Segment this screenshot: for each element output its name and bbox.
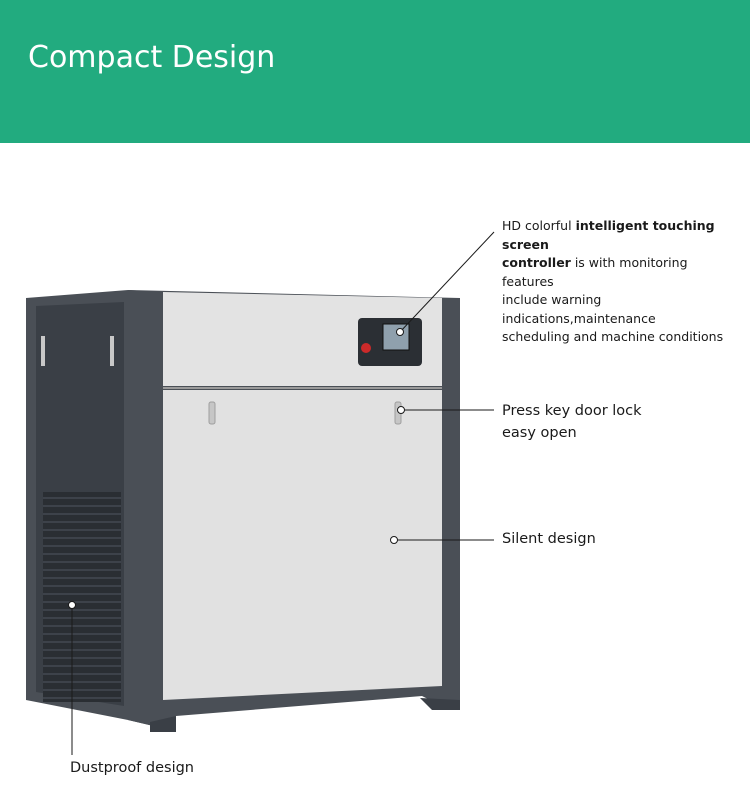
- side-handle-left: [41, 336, 45, 366]
- door-lock-line-1: Press key door lock: [502, 403, 642, 419]
- callout-door-lock: Press key door lock easy open: [502, 400, 702, 444]
- grill-pattern: [43, 497, 121, 699]
- callout-silent: Silent design: [502, 531, 596, 547]
- side-vent-grill: [43, 492, 121, 702]
- touch-bold-1: intelligent touching screen: [502, 218, 715, 252]
- door-lock-line-2: easy open: [502, 425, 577, 441]
- touch-line-4: scheduling and machine conditions: [502, 329, 724, 344]
- callout-touch-screen: HD colorful intelligent touching screen …: [502, 217, 742, 347]
- touch-line-3: include warning indications,maintenance: [502, 292, 656, 326]
- front-door-panel: [163, 390, 442, 700]
- side-handle-right: [110, 336, 114, 366]
- touch-suffix: is with monitoring features: [502, 255, 688, 289]
- touch-bold-2: controller: [502, 255, 571, 270]
- controller-screen: [382, 323, 410, 351]
- door-lock-left: [208, 401, 216, 425]
- callout-dustproof: Dustproof design: [70, 760, 195, 776]
- header-banner: Compact Design: [0, 0, 750, 143]
- emergency-stop-button: [361, 343, 371, 353]
- callout-leaders: [68, 231, 495, 755]
- page-title: Compact Design: [28, 40, 276, 75]
- touch-prefix: HD colorful: [502, 218, 576, 233]
